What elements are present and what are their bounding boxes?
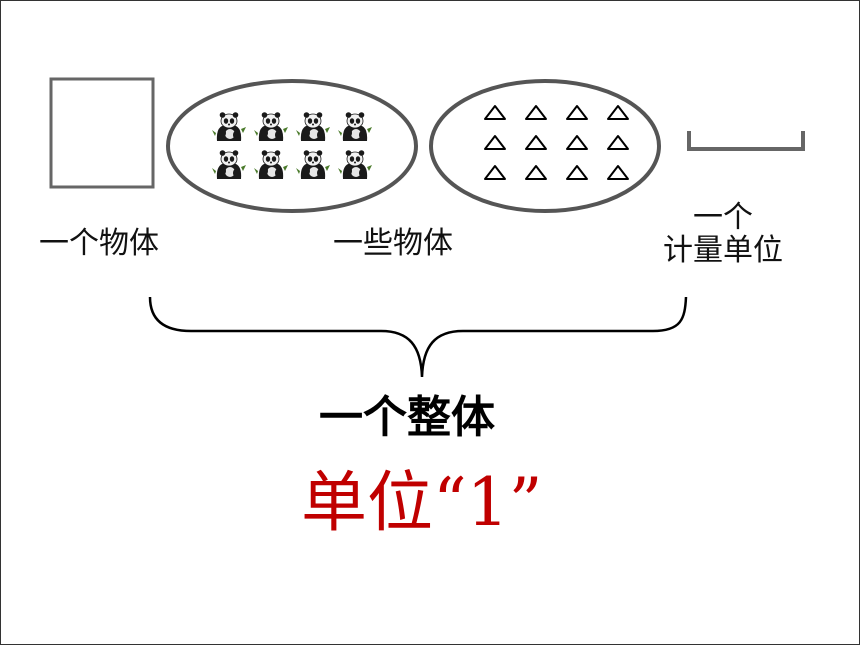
- panda-group: [211, 111, 373, 180]
- triangle-icon: [525, 105, 547, 120]
- panda-icon: [253, 111, 289, 142]
- measure-segment-icon: [687, 131, 805, 151]
- square-outline-icon: [49, 77, 155, 189]
- triangle-icon: [607, 105, 629, 120]
- label-some-objects: 一些物体: [333, 226, 453, 261]
- triangle-icon: [566, 165, 588, 180]
- panda-group-ellipse: [166, 79, 418, 213]
- triangle-icon: [525, 165, 547, 180]
- label-unit-measure-line1: 一个: [693, 200, 753, 235]
- triangle-icon: [566, 135, 588, 150]
- panda-icon: [295, 149, 331, 180]
- panda-icon: [295, 111, 331, 142]
- triangle-group: [484, 105, 629, 180]
- triangle-group-ellipse: [429, 79, 661, 213]
- label-unit-one: 单位“1”: [301, 464, 543, 541]
- label-unit-measure-line2: 计量单位: [663, 233, 783, 268]
- label-unit-measure: 一个 计量单位: [653, 201, 793, 267]
- triangle-icon: [566, 105, 588, 120]
- triangle-icon: [484, 105, 506, 120]
- panda-icon: [337, 149, 373, 180]
- label-whole: 一个整体: [319, 392, 495, 443]
- triangle-icon: [607, 135, 629, 150]
- triangle-icon: [607, 165, 629, 180]
- panda-icon: [253, 149, 289, 180]
- panda-icon: [211, 149, 247, 180]
- triangle-icon: [484, 135, 506, 150]
- curly-brace-icon: [148, 296, 688, 378]
- panda-icon: [337, 111, 373, 142]
- triangle-icon: [525, 135, 547, 150]
- triangle-icon: [484, 165, 506, 180]
- label-one-object: 一个物体: [39, 226, 159, 261]
- panda-icon: [211, 111, 247, 142]
